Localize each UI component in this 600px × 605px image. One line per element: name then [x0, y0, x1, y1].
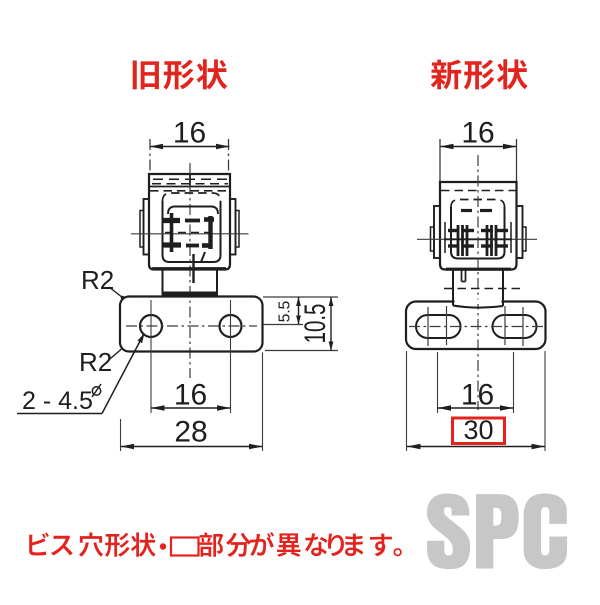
- svg-text:16: 16: [461, 379, 494, 412]
- svg-text:16: 16: [174, 379, 207, 412]
- svg-text:R2: R2: [79, 347, 112, 377]
- svg-text:10.5: 10.5: [299, 304, 332, 344]
- svg-text:28: 28: [174, 416, 207, 449]
- svg-text:16: 16: [461, 117, 494, 150]
- svg-text:30: 30: [463, 415, 493, 445]
- svg-text:R2: R2: [81, 265, 114, 295]
- svg-text:2 - 4.5: 2 - 4.5: [22, 387, 93, 415]
- svg-text:16: 16: [173, 117, 206, 150]
- svg-text:5.5: 5.5: [277, 301, 294, 323]
